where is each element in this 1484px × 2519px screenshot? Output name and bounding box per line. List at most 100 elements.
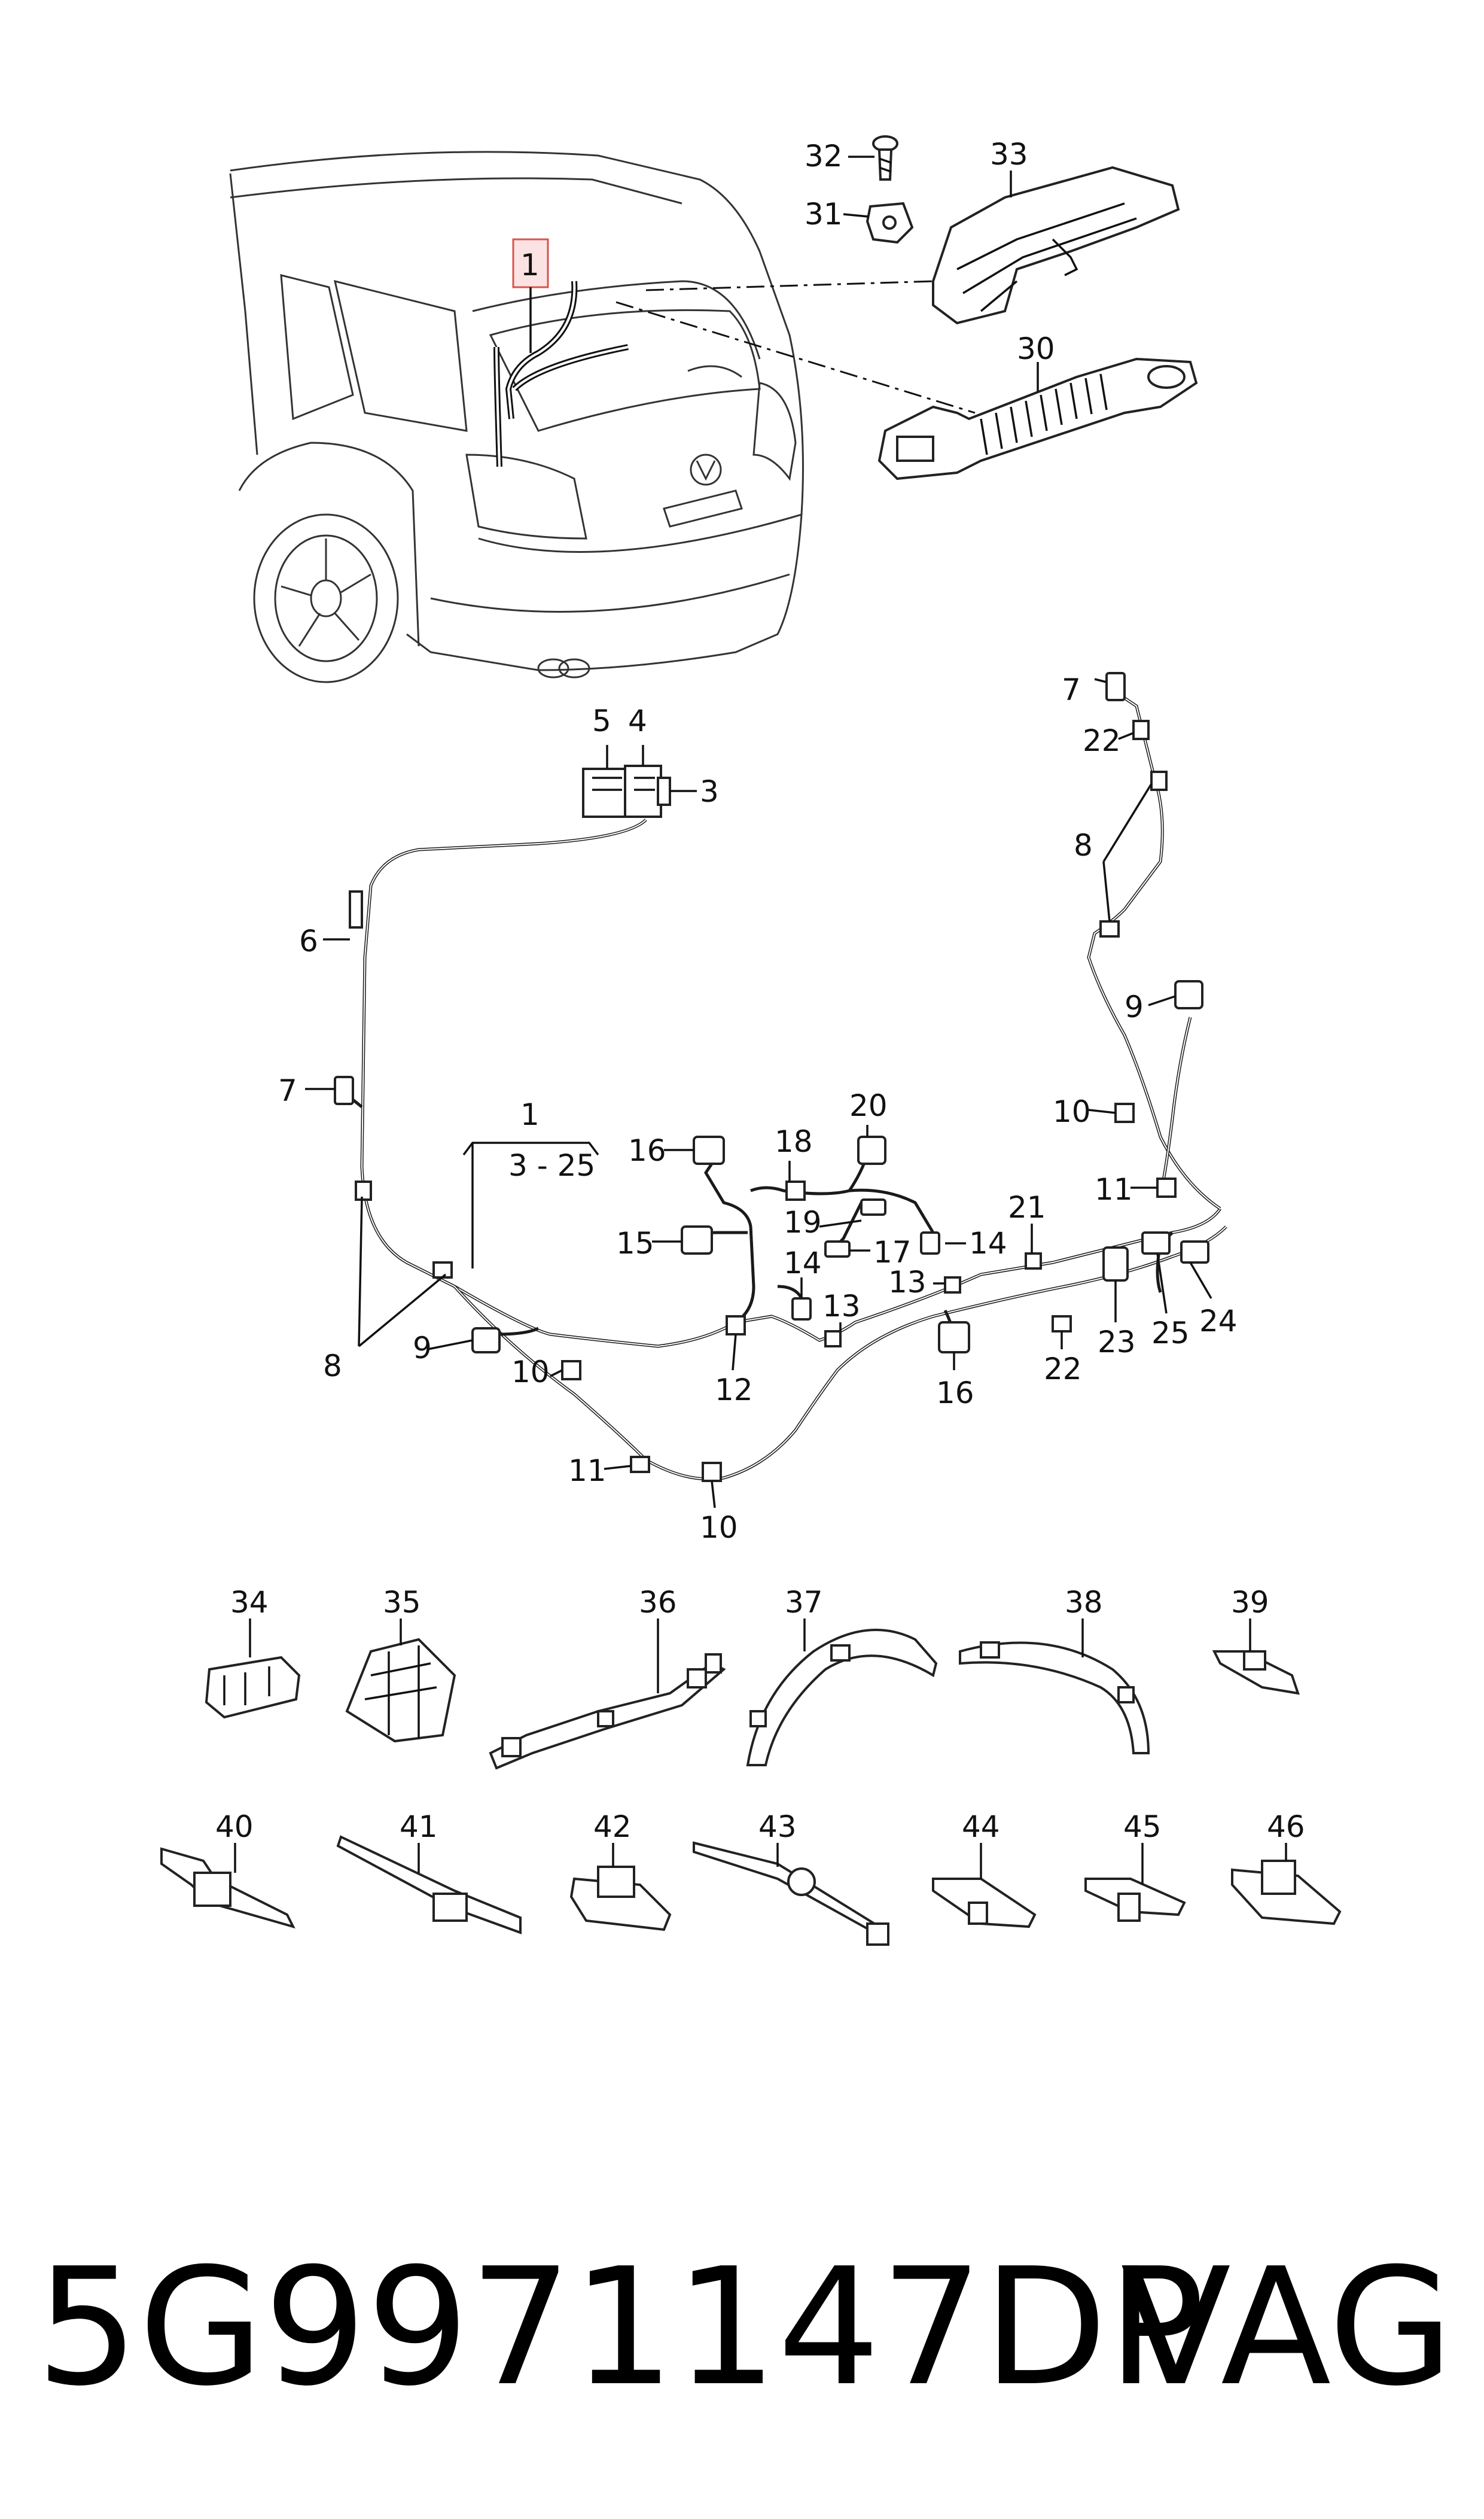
connector-part-16b[interactable] xyxy=(938,1321,970,1353)
connector-part-14b[interactable] xyxy=(791,1297,812,1321)
callout-31: 31 xyxy=(805,197,843,232)
clip-part-22b[interactable] xyxy=(1052,1315,1072,1332)
clip-part-10b[interactable] xyxy=(702,1462,722,1482)
connector-part-7b[interactable] xyxy=(1105,672,1126,701)
callout-11-left: 11 xyxy=(568,1453,607,1488)
footer: 5G9971147DP VAG xyxy=(36,2233,1453,2421)
clip-part-11b[interactable] xyxy=(1156,1178,1177,1198)
part-41-cable-tie[interactable] xyxy=(336,1835,522,1934)
connector-parts-3-4-5[interactable] xyxy=(582,765,671,818)
callout-36: 36 xyxy=(639,1585,677,1620)
callout-4: 4 xyxy=(628,704,647,738)
clip-part-8c[interactable] xyxy=(1099,920,1120,938)
callout-40: 40 xyxy=(215,1809,254,1844)
part-30-conduit[interactable] xyxy=(877,357,1198,480)
callout-11-right: 11 xyxy=(1095,1172,1133,1207)
callout-43: 43 xyxy=(758,1809,797,1844)
clip-part-11a[interactable] xyxy=(630,1456,650,1473)
wiring-harness[interactable] xyxy=(342,692,1227,1481)
connector-part-20[interactable] xyxy=(857,1136,886,1165)
callout-1-harness: 1 xyxy=(520,1097,540,1132)
part-33-cover[interactable] xyxy=(932,166,1180,325)
callout-38: 38 xyxy=(1065,1585,1103,1620)
part-39-clip[interactable] xyxy=(1212,1650,1300,1695)
clip-part-13b[interactable] xyxy=(944,1276,961,1294)
callout-7-right: 7 xyxy=(1062,673,1081,707)
part-number: 5G9971147DP xyxy=(36,2233,1205,2421)
connector-part-25[interactable] xyxy=(1141,1231,1171,1255)
connector-part-15[interactable] xyxy=(681,1225,713,1255)
callout-8-left: 8 xyxy=(323,1349,342,1383)
part-40-holder-clip[interactable] xyxy=(160,1847,295,1929)
connector-part-19[interactable] xyxy=(860,1198,886,1216)
connector-part-9a[interactable] xyxy=(471,1327,501,1353)
part-42-clip[interactable] xyxy=(569,1866,672,1931)
callout-33: 33 xyxy=(990,137,1028,172)
callout-10-left: 10 xyxy=(511,1355,550,1389)
part-37-arch-strip[interactable] xyxy=(746,1629,938,1766)
callout-5: 5 xyxy=(592,704,611,738)
callout-35: 35 xyxy=(383,1585,421,1620)
clip-part-8d[interactable] xyxy=(1150,771,1168,791)
callout-9-right: 9 xyxy=(1125,990,1144,1024)
callout-8-right: 8 xyxy=(1074,828,1093,863)
callout-13-center: 13 xyxy=(822,1289,861,1324)
connector-part-24[interactable] xyxy=(1180,1240,1209,1264)
part-38-arch-strip[interactable] xyxy=(959,1641,1150,1754)
callout-42: 42 xyxy=(593,1809,632,1844)
clip-part-8b[interactable] xyxy=(355,1181,372,1201)
part-45-clip-plate[interactable] xyxy=(1084,1878,1186,1922)
clip-part-6[interactable] xyxy=(349,890,363,929)
connector-part-17[interactable] xyxy=(824,1240,851,1258)
clip-part-10a[interactable] xyxy=(561,1360,581,1380)
clip-part-22a[interactable] xyxy=(1132,720,1150,740)
part-36-cable-strip[interactable] xyxy=(489,1653,726,1770)
callout-37: 37 xyxy=(785,1585,823,1620)
callout-10-bottom: 10 xyxy=(700,1510,738,1545)
callout-22-bottom: 22 xyxy=(1044,1352,1082,1386)
callout-25: 25 xyxy=(1151,1316,1190,1350)
clip-part-13a[interactable] xyxy=(824,1330,842,1347)
connector-part-14a[interactable] xyxy=(920,1231,940,1255)
part-43-cable-tie-anchor[interactable] xyxy=(693,1841,889,1946)
clip-part-21[interactable] xyxy=(1025,1252,1042,1270)
part-32-screw[interactable] xyxy=(872,135,898,181)
part-35-bracket[interactable] xyxy=(345,1638,456,1743)
connector-part-23[interactable] xyxy=(1102,1246,1129,1282)
callout-46: 46 xyxy=(1267,1809,1305,1844)
part-34-holder[interactable] xyxy=(205,1656,301,1719)
part-44-clip-plate[interactable] xyxy=(932,1878,1037,1928)
callout-17: 17 xyxy=(873,1235,912,1270)
callout-12: 12 xyxy=(715,1373,753,1407)
callout-15: 15 xyxy=(616,1226,654,1261)
callout-45: 45 xyxy=(1123,1809,1162,1844)
callout-34: 34 xyxy=(230,1585,269,1620)
callout-44: 44 xyxy=(962,1809,1000,1844)
connector-part-16a[interactable] xyxy=(693,1136,725,1165)
callout-3: 3 xyxy=(700,774,719,809)
clip-part-18[interactable] xyxy=(785,1181,806,1201)
callout-14-center: 14 xyxy=(784,1246,822,1280)
connector-part-9b[interactable] xyxy=(1174,980,1203,1009)
callout-13-right: 13 xyxy=(888,1265,927,1300)
connector-part-7a[interactable] xyxy=(334,1076,354,1105)
part-46-clip[interactable] xyxy=(1231,1860,1342,1925)
callout-1-highlight[interactable] xyxy=(512,238,549,288)
callout-1: 1 xyxy=(520,248,540,282)
clip-part-8a[interactable] xyxy=(432,1261,453,1279)
callout-7-left: 7 xyxy=(278,1073,297,1108)
callout-41: 41 xyxy=(400,1809,438,1844)
clip-part-10c[interactable] xyxy=(1114,1103,1135,1123)
callout-21: 21 xyxy=(1008,1190,1046,1225)
callout-19: 19 xyxy=(784,1205,822,1240)
callout-18: 18 xyxy=(775,1124,813,1159)
callout-9-left: 9 xyxy=(413,1331,432,1365)
clip-part-12[interactable] xyxy=(726,1315,746,1335)
part-31-clip-nut[interactable] xyxy=(866,202,914,244)
callout-39: 39 xyxy=(1231,1585,1269,1620)
callout-16-top: 16 xyxy=(628,1133,666,1168)
callout-6: 6 xyxy=(299,924,318,959)
callout-30: 30 xyxy=(1017,331,1055,366)
brand-name: VAG xyxy=(1120,2233,1453,2421)
